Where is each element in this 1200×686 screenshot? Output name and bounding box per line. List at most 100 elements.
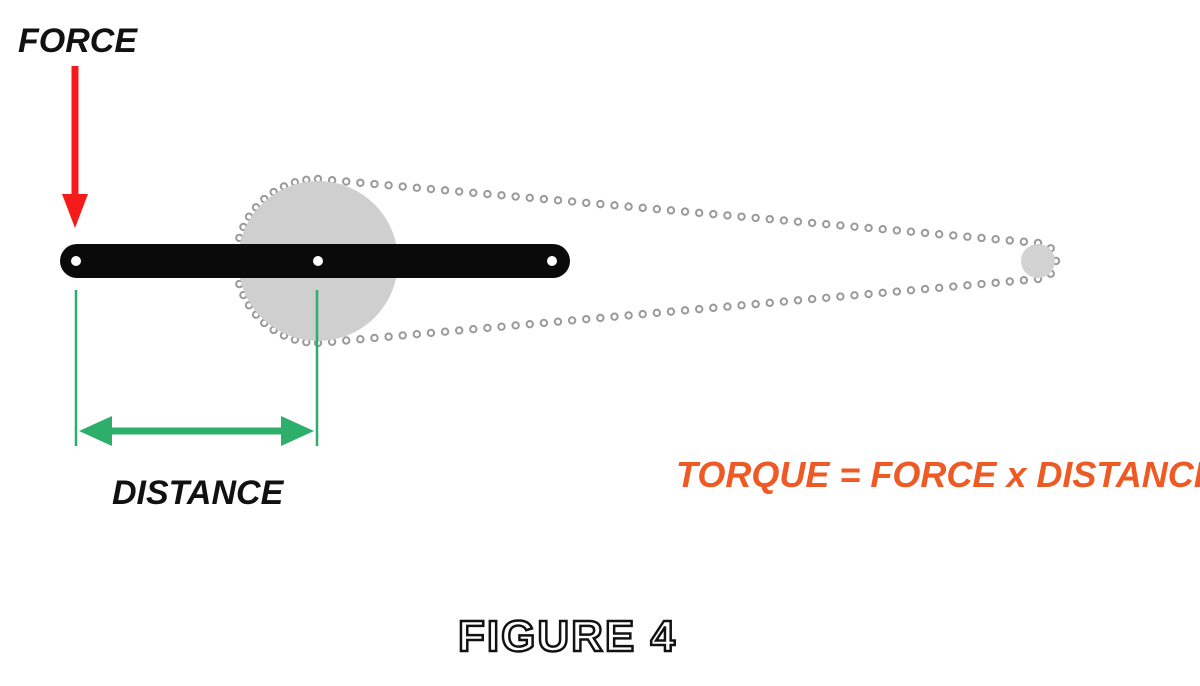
chain-link	[342, 336, 351, 345]
chain-link	[469, 324, 478, 334]
chain-link	[596, 313, 605, 323]
chain-link	[751, 213, 760, 223]
chain-link	[723, 302, 732, 311]
chain-link	[949, 282, 958, 291]
chain-link	[426, 184, 436, 194]
chain-link	[469, 188, 478, 198]
chain-link	[567, 316, 577, 325]
chain-link	[878, 224, 887, 234]
chain-link	[398, 182, 407, 191]
chain-link	[610, 201, 619, 210]
pedal-pivot	[71, 256, 81, 266]
chain-link	[356, 335, 365, 344]
distance-label: DISTANCE	[112, 474, 284, 512]
crank-arm-front	[60, 244, 336, 278]
chain-link	[384, 181, 393, 190]
chain-link	[370, 179, 379, 189]
chain-link	[356, 178, 365, 187]
chain-link	[737, 301, 746, 310]
chain-link	[892, 287, 902, 296]
chain-link	[751, 299, 760, 309]
chain-link	[384, 332, 393, 341]
chain-link	[694, 304, 704, 314]
chain-link	[412, 330, 422, 339]
chain-link	[497, 191, 506, 200]
chain-link	[1019, 237, 1029, 246]
chain-link	[511, 321, 520, 330]
chain-link	[850, 222, 859, 231]
chain-link	[709, 303, 718, 313]
chain-link	[934, 230, 944, 239]
chain-link	[539, 194, 549, 204]
chain-link	[454, 187, 464, 196]
torque-equation: TORQUE = FORCE x DISTANCE	[676, 454, 1200, 495]
chain-link	[483, 189, 492, 199]
chain-link	[822, 219, 831, 229]
force-label: FORCE	[18, 22, 137, 60]
chain-link	[398, 331, 407, 340]
chain-link	[920, 284, 930, 294]
chain-link	[836, 221, 845, 230]
chain-link	[963, 232, 972, 241]
double-headed-arrow-icon	[79, 416, 314, 446]
chain-link	[454, 326, 464, 335]
chain-link	[694, 208, 704, 218]
chain-link	[1005, 236, 1014, 245]
chain-link	[342, 177, 351, 186]
chain-link	[737, 212, 746, 221]
crank-arm-rear	[300, 244, 570, 278]
chain-link	[822, 293, 831, 303]
distance-marker	[74, 290, 319, 446]
rear-cog	[1021, 244, 1055, 278]
chain-link	[511, 192, 520, 201]
chain-link	[652, 308, 662, 318]
chain-link	[525, 193, 534, 203]
chain-link	[765, 298, 774, 308]
chain-link	[836, 292, 845, 301]
chain-link	[906, 286, 916, 295]
chain-link	[864, 223, 873, 233]
chain-link	[1005, 277, 1014, 286]
chain-link	[807, 218, 817, 228]
chain-link	[864, 289, 873, 299]
chain-link	[497, 322, 506, 331]
chain-link	[582, 198, 591, 208]
chain-link	[624, 202, 633, 211]
chain-link	[850, 291, 859, 300]
axle-pivot	[313, 256, 323, 266]
chain-link	[680, 306, 690, 315]
chain-link	[906, 227, 916, 236]
chain-link	[793, 217, 803, 226]
chain-link	[440, 327, 450, 336]
chain-link	[412, 183, 422, 192]
chain-link	[779, 216, 789, 225]
chain-link	[793, 296, 803, 305]
chain-link	[610, 312, 619, 321]
chain-link	[652, 204, 662, 214]
chain-link	[977, 279, 986, 289]
figure-caption: FIGURE 4	[457, 611, 677, 663]
chain-link	[892, 226, 902, 235]
chain-link	[977, 233, 986, 243]
chain-link	[638, 309, 647, 319]
chain-link	[553, 317, 563, 326]
chain-link	[539, 318, 549, 328]
chain-link	[440, 186, 450, 195]
chain-link	[596, 199, 605, 209]
chain-link	[709, 209, 718, 219]
chain-link	[878, 288, 887, 298]
chain-link	[483, 323, 492, 333]
chain-link	[525, 319, 534, 329]
chain-link	[553, 196, 563, 205]
chain-link	[582, 314, 591, 324]
chain-link	[1019, 276, 1029, 285]
chain-link	[991, 235, 1000, 244]
crank-end-pivot	[547, 256, 557, 266]
chain-link	[426, 328, 436, 338]
chain-link	[963, 281, 972, 290]
chain-link	[934, 283, 944, 292]
chain-link	[680, 207, 690, 216]
chain-link	[991, 278, 1000, 287]
